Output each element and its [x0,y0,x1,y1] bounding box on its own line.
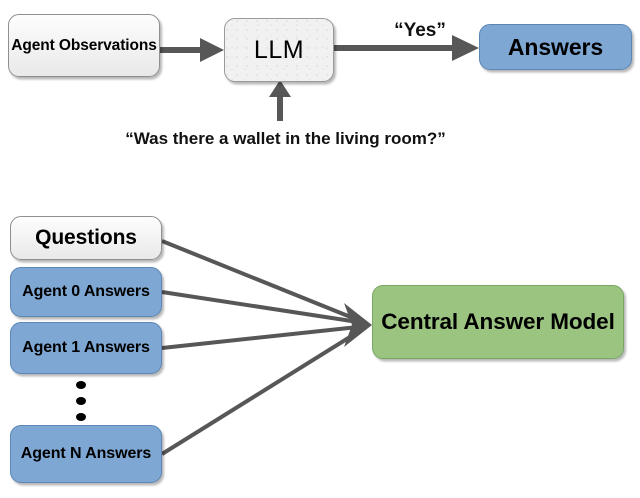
arrow-sources-to-central-model [160,239,372,456]
node-llm[interactable]: LLM [224,18,334,82]
label-question-prompt-text: “Was there a wallet in the living room?” [125,129,446,148]
node-agent-1-answers-label: Agent 1 Answers [22,338,150,356]
node-agent-0-answers-label: Agent 0 Answers [22,282,150,300]
node-llm-label: LLM [253,35,305,64]
node-questions[interactable]: Questions [10,216,162,260]
node-agent-n-answers[interactable]: Agent N Answers [10,425,162,483]
node-agent-observations[interactable]: Agent Observations [8,14,160,77]
node-answers[interactable]: Answers [479,24,632,70]
arrow-observations-to-llm [160,38,224,62]
arrow-question-to-llm [269,80,291,121]
node-central-answer-model-label: Central Answer Model [381,309,615,335]
label-yes: “Yes” [360,20,480,42]
node-central-answer-model[interactable]: Central Answer Model [372,285,624,359]
node-agent-1-answers[interactable]: Agent 1 Answers [10,322,162,374]
label-yes-text: “Yes” [394,20,446,41]
node-questions-label: Questions [35,225,137,249]
node-answers-label: Answers [507,33,604,60]
node-agent-0-answers[interactable]: Agent 0 Answers [10,267,162,317]
ellipsis-dot [76,381,86,389]
label-question-prompt: “Was there a wallet in the living room?” [118,128,453,151]
node-agent-n-answers-label: Agent N Answers [20,444,152,462]
ellipsis-dot [76,413,86,421]
vertical-ellipsis-icon [70,381,92,421]
ellipsis-dot [76,397,86,405]
node-agent-observations-label: Agent Observations [11,36,157,54]
